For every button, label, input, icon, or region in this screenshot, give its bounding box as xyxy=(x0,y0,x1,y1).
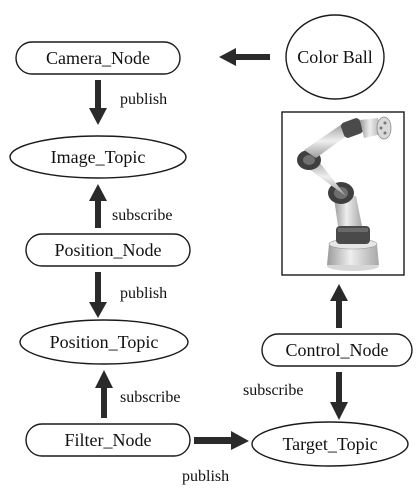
arrow-control-to-robot xyxy=(330,284,348,328)
control-node-label: Control_Node xyxy=(286,340,389,360)
edge-label-publish-2: publish xyxy=(120,285,167,302)
robot-arm-image xyxy=(281,111,405,276)
arrow-filter-to-positiontopic xyxy=(95,370,113,418)
edge-label-subscribe-3: subscribe xyxy=(243,382,303,399)
target-topic-label: Target_Topic xyxy=(282,434,377,454)
filter-node: Filter_Node xyxy=(25,423,191,457)
position-topic: Position_Topic xyxy=(19,319,189,365)
arrow-colorball-to-camera xyxy=(219,48,270,66)
edge-label-subscribe-1: subscribe xyxy=(112,207,172,224)
edge-label-publish-1: publish xyxy=(120,91,167,108)
position-node: Position_Node xyxy=(25,233,191,267)
filter-node-label: Filter_Node xyxy=(65,430,152,450)
arrow-control-to-target xyxy=(330,372,348,420)
camera-node: Camera_Node xyxy=(15,41,181,75)
control-node: Control_Node xyxy=(261,333,413,367)
target-topic: Target_Topic xyxy=(251,421,409,467)
image-topic-label: Image_Topic xyxy=(51,147,146,167)
position-node-label: Position_Node xyxy=(54,240,161,260)
edge-label-subscribe-2: subscribe xyxy=(120,389,180,406)
arrow-camera-to-image xyxy=(89,80,107,125)
image-topic: Image_Topic xyxy=(9,135,187,179)
arrow-position-to-image xyxy=(89,184,107,228)
arrow-filter-to-target xyxy=(194,431,249,450)
robot-arm-icon xyxy=(297,116,392,271)
position-topic-label: Position_Topic xyxy=(50,332,159,352)
color-ball-label: Color Ball xyxy=(297,47,373,67)
color-ball: Color Ball xyxy=(285,14,385,100)
edge-label-publish-3: publish xyxy=(182,468,229,485)
camera-node-label: Camera_Node xyxy=(46,48,150,68)
arrow-position-to-positiontopic xyxy=(89,272,107,318)
